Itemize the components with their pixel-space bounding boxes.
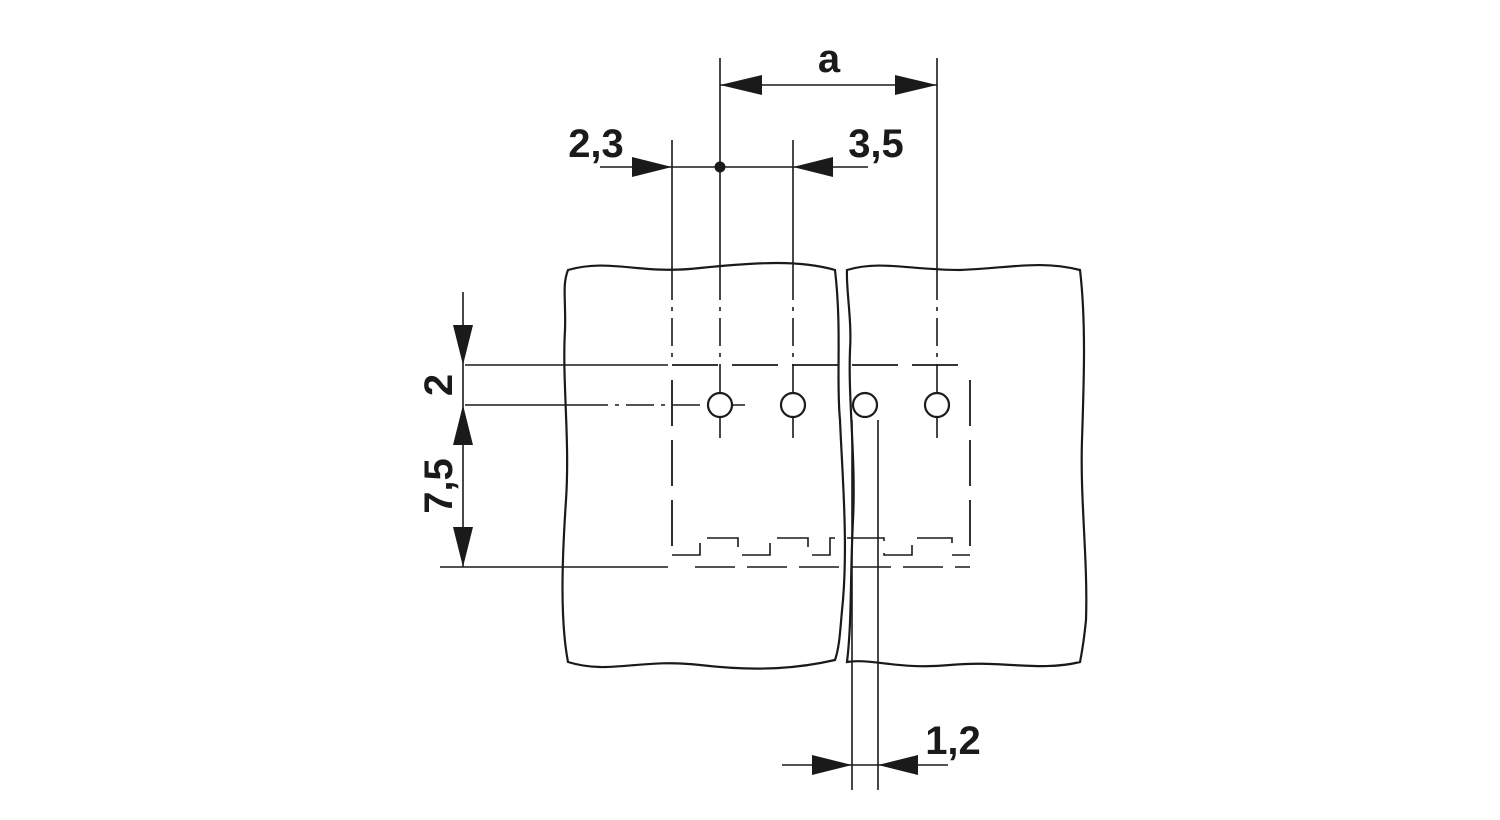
- footprint-bottom-profile: [672, 537, 970, 556]
- pin-hole-1: [706, 391, 734, 419]
- arrowhead-7-5-bottom: [453, 527, 473, 567]
- arrowhead-gap-right: [878, 755, 918, 775]
- arrowhead-7-5-top: [453, 405, 473, 445]
- arrowhead-gap-left: [812, 755, 852, 775]
- pin-hole-2: [779, 391, 807, 419]
- arrowhead-3-5: [793, 157, 833, 177]
- arrowhead-2-top: [453, 325, 473, 365]
- arrowhead-a-left: [720, 75, 762, 95]
- dimension-label-2-3: 2,3: [568, 122, 624, 166]
- pin-hole-3: [851, 391, 879, 419]
- dimension-label-a: a: [818, 37, 841, 81]
- dimension-label-7-5: 7,5: [417, 458, 461, 514]
- dimension-label-1-2: 1,2: [925, 719, 981, 763]
- pin-hole-4: [923, 391, 951, 419]
- dimension-label-2: 2: [417, 374, 461, 396]
- arrowhead-a-right: [895, 75, 937, 95]
- left-component-outline: [561, 261, 847, 670]
- right-component-outline: [845, 264, 1088, 668]
- arrowhead-2-3: [632, 157, 672, 177]
- dimension-label-3-5: 3,5: [848, 122, 904, 166]
- reference-point: [714, 161, 726, 173]
